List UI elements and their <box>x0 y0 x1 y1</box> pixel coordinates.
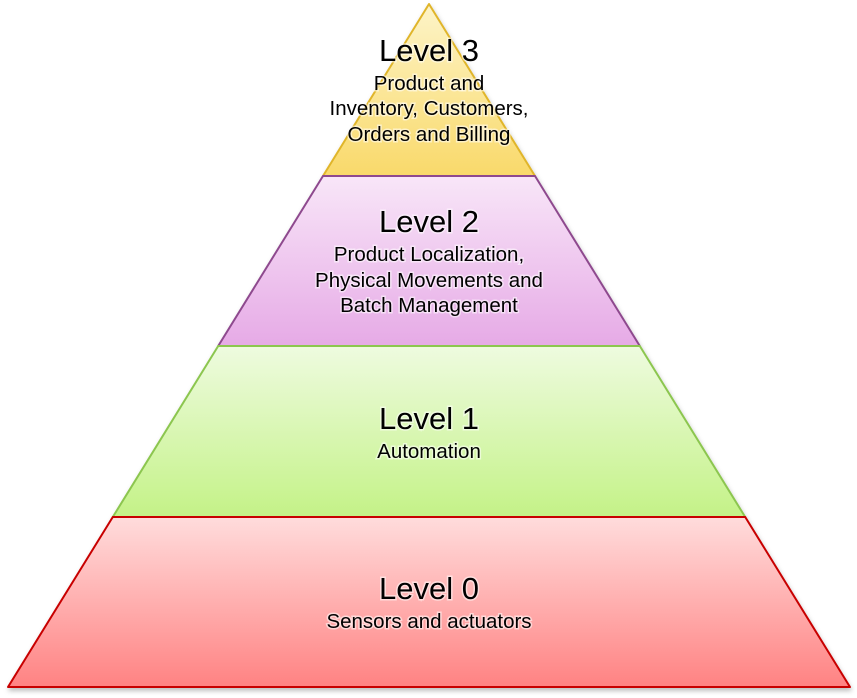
level-3-description-line: Orders and Billing <box>348 123 511 146</box>
level-1-description-line: Automation <box>377 440 481 463</box>
level-2-description-line: Product Localization, <box>334 243 524 266</box>
level-3-description-line: Product and <box>374 72 485 95</box>
pyramid-tiers <box>7 3 851 688</box>
level-0-title: Level 0 <box>379 571 479 606</box>
level-2-description-line: Physical Movements and <box>315 269 543 292</box>
level-1-title: Level 1 <box>379 401 479 436</box>
level-3-description-line: Inventory, Customers, <box>330 97 529 120</box>
level-2-title: Level 2 <box>379 204 479 239</box>
level-0-description-line: Sensors and actuators <box>326 610 531 633</box>
level-3-title: Level 3 <box>379 33 479 68</box>
level-2-description-line: Batch Management <box>340 294 518 317</box>
level-0-tier <box>7 516 851 688</box>
